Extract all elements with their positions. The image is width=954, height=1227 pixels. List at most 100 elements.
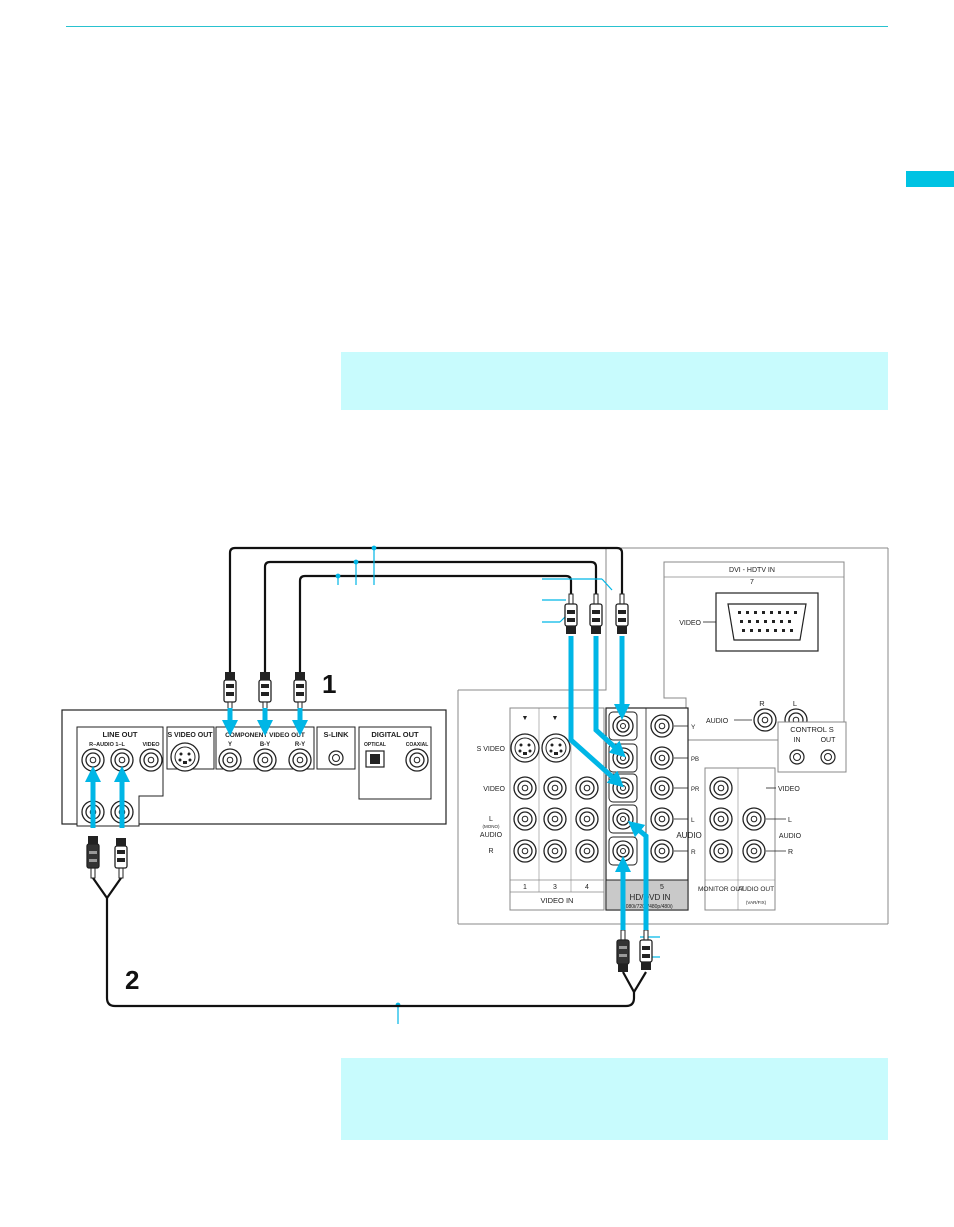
monitor-out-video-jack[interactable] <box>709 776 733 800</box>
out-audio-l-label: L <box>788 817 792 824</box>
dvi-video-label: VIDEO <box>679 620 701 627</box>
line-out-video-jack[interactable] <box>139 748 163 772</box>
monitor-out-label: MONITOR OUT <box>698 886 744 893</box>
audio-plug-r-tv <box>616 929 630 973</box>
audio-out-r-jack[interactable] <box>742 839 766 863</box>
coaxial-jack[interactable] <box>405 748 429 772</box>
hd-dvd-5-audio-r-jack[interactable] <box>650 839 674 863</box>
plug-r-y-source <box>293 671 307 713</box>
audio-l-4-jack[interactable] <box>575 807 599 831</box>
top-rule <box>66 26 888 27</box>
component-b-y-label: B-Y <box>260 742 270 748</box>
step-1-number: 1 <box>322 669 336 699</box>
coaxial-label: COAXIAL <box>406 742 429 748</box>
audio-l-3-jack[interactable] <box>543 807 567 831</box>
component-y-label: Y <box>228 742 232 748</box>
y-label: Y <box>691 724 696 731</box>
video-in-label: VIDEO IN <box>541 896 574 905</box>
s-video-label: S VIDEO <box>477 746 506 753</box>
pb-label: PB <box>691 757 699 763</box>
s-link-label: S-LINK <box>324 730 350 739</box>
plug-y-source <box>223 671 237 713</box>
digital-out-label: DIGITAL OUT <box>371 730 419 739</box>
dvi-audio-r-jack[interactable] <box>753 708 777 732</box>
s-video-3-jack[interactable] <box>541 733 571 763</box>
control-s-out-jack[interactable] <box>824 753 832 761</box>
hd-dvd-5-y-jack[interactable] <box>650 714 674 738</box>
cable-callout-lines <box>335 545 660 1024</box>
hd-audio-label: AUDIO <box>676 831 701 840</box>
audio-out-l-jack[interactable] <box>742 807 766 831</box>
audio-r-3-jack[interactable] <box>543 839 567 863</box>
line-out-label: LINE OUT <box>103 730 138 739</box>
component-video-out-label: COMPONENT VIDEO OUT <box>225 732 305 739</box>
line-out-video-label: VIDEO <box>142 742 160 748</box>
audio-r-1-jack[interactable] <box>513 839 537 863</box>
video-1-jack[interactable] <box>513 776 537 800</box>
step-2-number: 2 <box>125 965 139 995</box>
component-r-y-label: R-Y <box>295 742 305 748</box>
hd-dvd-y-jack[interactable] <box>608 711 638 741</box>
control-s-out-label: OUT <box>821 737 837 744</box>
s-link-jack[interactable] <box>332 754 340 762</box>
audio-r-4-jack[interactable] <box>575 839 599 863</box>
audio-plug-r-source <box>86 835 100 879</box>
monitor-audio-out-section: VIDEO L AUDIO R MONITOR OUT AUDIO OUT (V… <box>698 767 802 911</box>
hd-dvd-in-section: 5 HD/DVD IN (1080i/720p/480p/480i) Y PB … <box>605 707 702 911</box>
dvi-title: DVI - HDTV IN <box>729 567 775 574</box>
tv-rear-panel: DVI - HDTV IN 7 VIDEO R L AUDIO CONTROL … <box>457 547 889 925</box>
s-video-1-jack[interactable] <box>510 733 540 763</box>
out-audio-label: AUDIO <box>779 833 802 840</box>
plug-pb-tv <box>589 593 603 635</box>
audio-label: AUDIO <box>480 832 503 839</box>
plug-pr-tv <box>564 593 578 635</box>
hd-dvd-5-pb-jack[interactable] <box>650 746 674 770</box>
hd-dvd-audio-r-jack[interactable] <box>608 836 638 866</box>
component-r-y-jack[interactable] <box>288 748 312 772</box>
monitor-out-audio-r-jack[interactable] <box>709 839 733 863</box>
hd-dvd-5-audio-l-jack[interactable] <box>650 807 674 831</box>
hd-dvd-in-label: HD/DVD IN <box>630 893 671 902</box>
monitor-out-audio-l-jack[interactable] <box>709 807 733 831</box>
video-in-col-3: 3 <box>553 884 557 891</box>
dvi-audio-l-label: L <box>793 699 797 708</box>
audio-cable <box>92 877 647 1008</box>
component-b-y-jack[interactable] <box>253 748 277 772</box>
svg-text:▼: ▼ <box>552 715 559 722</box>
video-in-col-4: 4 <box>585 884 589 891</box>
line-out-l-jack[interactable] <box>110 748 134 772</box>
dvi-audio-label: AUDIO <box>706 718 729 725</box>
audio-l-1-jack[interactable] <box>513 807 537 831</box>
hd-dvd-5-pr-jack[interactable] <box>650 776 674 800</box>
control-s-in-jack[interactable] <box>793 753 801 761</box>
r-audio-l-label: R–AUDIO 1–L <box>89 742 125 748</box>
note-box-bottom <box>341 1058 888 1140</box>
video-3-jack[interactable] <box>543 776 567 800</box>
video-4-jack[interactable] <box>575 776 599 800</box>
pr-label: PR <box>691 787 700 793</box>
video-label: VIDEO <box>483 786 505 793</box>
audio-out-label: AUDIO OUT <box>738 886 774 893</box>
audio-plug-l-tv <box>639 929 653 971</box>
video-in-col-1: 1 <box>523 884 527 891</box>
hd-dvd-audio-l-jack[interactable] <box>608 804 638 834</box>
line-out-r-jack[interactable] <box>81 748 105 772</box>
dvi-hdtv-input-block: DVI - HDTV IN 7 VIDEO R L AUDIO <box>663 561 845 741</box>
plug-b-y-source <box>258 671 272 713</box>
audio-plug-l-source <box>114 837 128 879</box>
control-s-label: CONTROL S <box>790 725 833 734</box>
audio-r-label: R <box>488 848 493 855</box>
dvi-number: 7 <box>750 579 754 586</box>
component-video-cable <box>228 546 624 672</box>
plug-y-tv <box>615 593 629 635</box>
component-y-jack[interactable] <box>218 748 242 772</box>
video-in-section: ▼ ▼ S VIDEO VIDEO L (MONO) AUDIO R 1 3 4… <box>477 707 605 911</box>
monitor-video-label: VIDEO <box>778 786 800 793</box>
connection-arrows <box>84 636 649 930</box>
s-video-out-jack[interactable] <box>170 742 200 772</box>
section-tab <box>906 171 954 187</box>
audio-l-label: L <box>489 816 493 823</box>
control-s-in-label: IN <box>794 737 801 744</box>
control-s-block: CONTROL S IN OUT <box>777 721 847 773</box>
